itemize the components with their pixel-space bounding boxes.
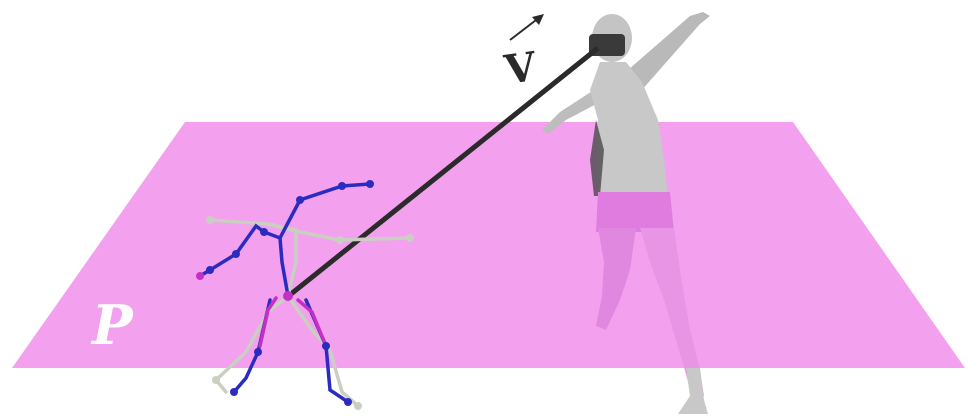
vector-arrow-head (532, 14, 544, 25)
skeleton-joint (212, 376, 220, 384)
skeleton-joint (344, 398, 352, 406)
skeleton-joint (336, 236, 344, 244)
vector-label: V (501, 43, 540, 94)
skeleton-joint (338, 182, 346, 190)
skeleton-joint (206, 216, 214, 224)
skeleton-joint (196, 272, 204, 280)
skeleton-root-joint (283, 291, 293, 301)
ground-plane (12, 122, 965, 368)
avatar-hips (596, 192, 674, 232)
avatar-right-foot (678, 368, 708, 414)
plane-label: P (90, 293, 134, 357)
skeleton-joint (366, 180, 374, 188)
skeleton-joint (296, 196, 304, 204)
skeleton-joint (406, 234, 414, 242)
skeleton-joint (354, 402, 362, 410)
skeleton-joint (230, 388, 238, 396)
skeleton-joint (254, 348, 262, 356)
vector-label-group: V (501, 14, 544, 94)
skeleton-joint (260, 228, 268, 236)
skeleton-joint (232, 250, 240, 258)
skeleton-joint (322, 342, 330, 350)
skeleton-joint (206, 266, 214, 274)
